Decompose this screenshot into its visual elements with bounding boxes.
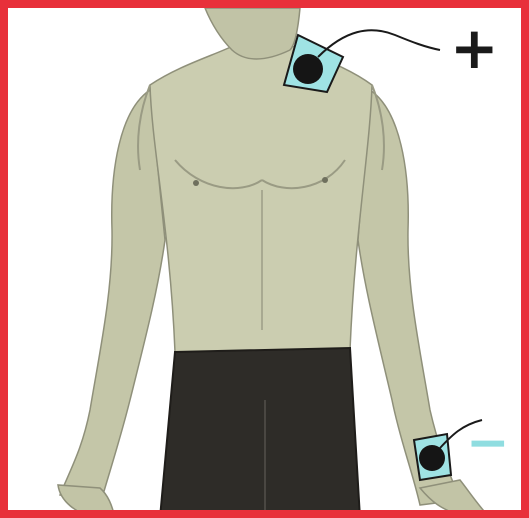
positive-electrode-contact (293, 54, 323, 84)
shorts (160, 348, 360, 518)
negative-terminal-icon: − (466, 418, 510, 468)
positive-terminal-icon: + (450, 18, 499, 78)
negative-electrode-contact (419, 445, 445, 471)
